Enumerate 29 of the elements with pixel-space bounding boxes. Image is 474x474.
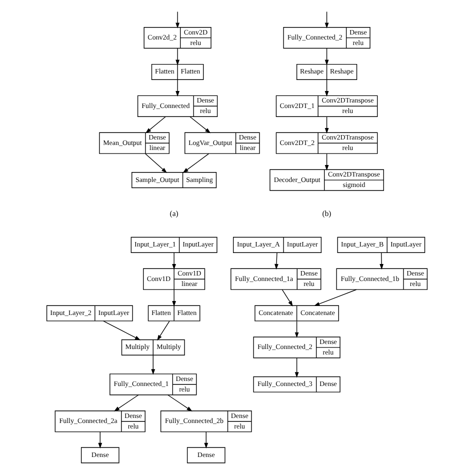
arrow [172, 289, 176, 307]
arrow [151, 354, 156, 375]
arrow [190, 116, 211, 134]
arrow [176, 11, 180, 28]
arrow [324, 80, 329, 97]
arrow [168, 394, 192, 412]
label: (a) [170, 208, 178, 218]
arrow [294, 358, 299, 378]
arrow [98, 432, 102, 448]
arrow [145, 153, 167, 174]
label: (b) [322, 208, 332, 218]
arrow [314, 289, 357, 306]
arrow [103, 320, 141, 340]
arrow [157, 320, 170, 341]
arrow [294, 320, 299, 338]
arrow [282, 289, 293, 306]
arrow [324, 116, 329, 134]
arrow [324, 48, 329, 66]
arrow [204, 432, 208, 448]
arrow [324, 153, 329, 171]
arrow [380, 252, 384, 270]
arrow [324, 11, 329, 28]
arrow [172, 252, 176, 270]
arrow [114, 394, 139, 412]
arrow [145, 116, 166, 134]
arrow [176, 48, 180, 66]
arrow [274, 252, 278, 270]
arrow [176, 80, 180, 97]
arrow [182, 153, 210, 173]
